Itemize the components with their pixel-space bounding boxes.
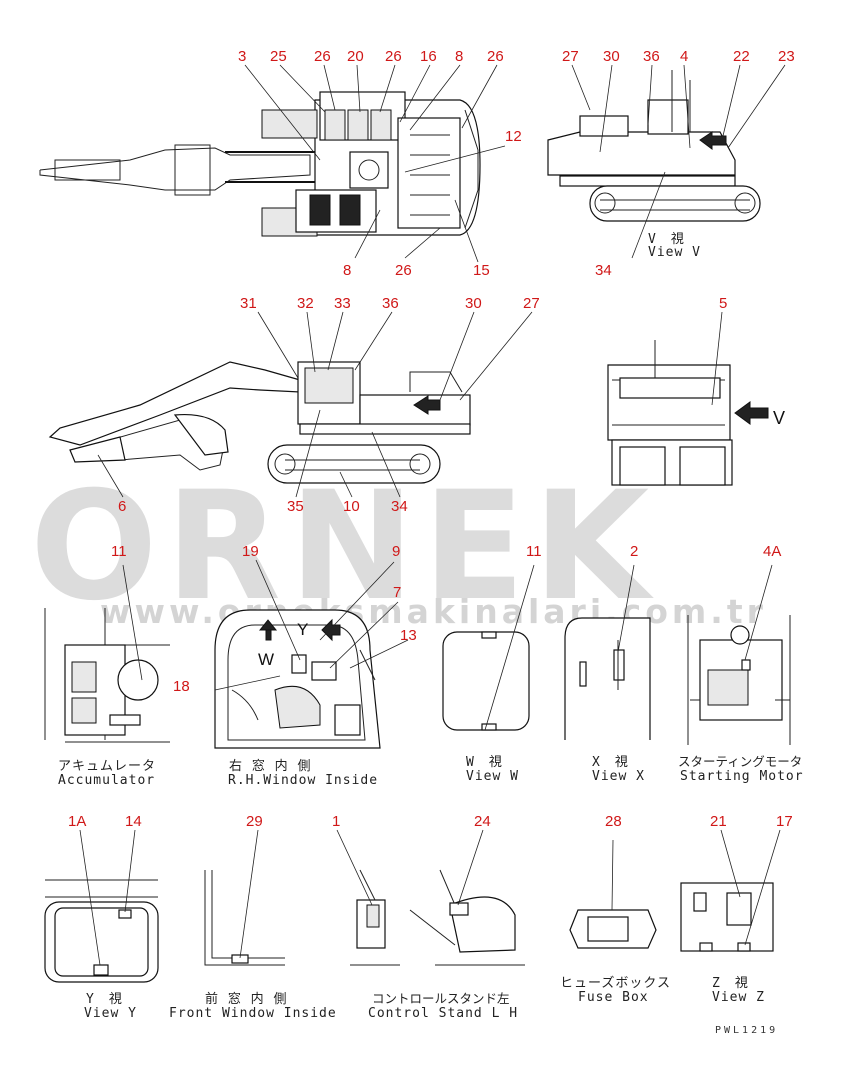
view-z-drawing — [680, 882, 774, 952]
drawing-code: PWL1219 — [715, 1025, 779, 1036]
callout-34: 34 — [595, 262, 612, 279]
callout-21: 21 — [710, 813, 727, 830]
callout-13: 13 — [400, 627, 417, 644]
watermark-logo: ORNEK — [30, 470, 657, 620]
callout-8: 8 — [455, 48, 464, 65]
callout-7: 7 — [393, 584, 402, 601]
callout-8: 8 — [343, 262, 352, 279]
callout-27: 27 — [562, 48, 579, 65]
callout-33: 33 — [334, 295, 351, 312]
accumulator-caption-jp: アキュムレータ — [58, 759, 157, 774]
callout-16: 16 — [420, 48, 437, 65]
watermark-url: www.orneksmakinalari.com.tr — [100, 592, 767, 631]
side-view-drawing — [48, 361, 471, 484]
view-y-caption-en: View Y — [84, 1006, 137, 1021]
view-v-caption-en: View V — [648, 245, 701, 260]
accumulator-drawing — [44, 608, 170, 743]
callout-1a: 1A — [68, 813, 87, 830]
control-stand-drawing — [350, 869, 525, 966]
callout-25: 25 — [270, 48, 287, 65]
callout-20: 20 — [347, 48, 364, 65]
view-w-caption-jp: W 視 — [466, 755, 503, 770]
view-z-caption-jp: Z 視 — [712, 976, 749, 991]
fuse-box-drawing — [569, 909, 657, 949]
callout-34: 34 — [391, 498, 408, 515]
callout-19: 19 — [242, 543, 259, 560]
fuse-box-caption-en: Fuse Box — [578, 990, 649, 1005]
callout-26: 26 — [487, 48, 504, 65]
callout-11: 11 — [526, 543, 542, 560]
callout-2: 2 — [630, 543, 639, 560]
callout-5: 5 — [719, 295, 728, 312]
callout-9: 9 — [392, 543, 401, 560]
view-v-caption-jp: V 視 — [648, 232, 685, 247]
callout-28: 28 — [605, 813, 622, 830]
callout-31: 31 — [240, 295, 257, 312]
watermark-brand: ORNEK — [30, 470, 657, 620]
view-w-caption-en: View W — [466, 769, 519, 784]
label-y: Y — [297, 620, 309, 639]
callout-17: 17 — [776, 813, 793, 830]
callout-26: 26 — [395, 262, 412, 279]
callout-24: 24 — [474, 813, 491, 830]
starting-motor-drawing — [687, 615, 791, 745]
callout-23: 23 — [778, 48, 795, 65]
view-y-drawing — [44, 879, 159, 983]
view-x-drawing — [564, 617, 651, 740]
callout-14: 14 — [125, 813, 142, 830]
rh-window-drawing — [214, 609, 381, 749]
callout-22: 22 — [733, 48, 750, 65]
starting-motor-caption-jp: スターティングモータ — [678, 754, 803, 769]
rear-view-drawing — [607, 340, 769, 486]
callout-26: 26 — [314, 48, 331, 65]
view-y-caption-jp: Y 視 — [86, 992, 123, 1007]
front-window-drawing — [204, 870, 285, 966]
rh-window-caption-jp: 右 窓 内 側 — [229, 759, 312, 774]
callout-26: 26 — [385, 48, 402, 65]
control-stand-caption-en: Control Stand L H — [368, 1006, 519, 1021]
callout-4a: 4A — [763, 543, 782, 560]
view-x-caption-en: View X — [592, 769, 645, 784]
leader-lines — [79, 64, 786, 966]
control-stand-caption-jp: コントロールスタンド左 — [372, 991, 510, 1006]
fuse-box-caption-jp: ヒューズボックス — [560, 976, 671, 991]
view-v-drawing — [547, 70, 761, 222]
callout-35: 35 — [287, 498, 304, 515]
callout-27: 27 — [523, 295, 540, 312]
callout-12: 12 — [505, 128, 522, 145]
starting-motor-caption-en: Starting Motor — [680, 769, 804, 784]
callout-1: 1 — [332, 813, 341, 830]
callout-30: 30 — [465, 295, 482, 312]
rear-arrow-label: V — [773, 408, 786, 428]
callout-29: 29 — [246, 813, 263, 830]
top-view-drawing — [39, 91, 481, 237]
callout-4: 4 — [680, 48, 689, 65]
front-window-caption-jp: 前 窓 内 側 — [205, 992, 288, 1007]
label-w: W — [258, 650, 275, 669]
callout-3: 3 — [238, 48, 247, 65]
callout-30: 30 — [603, 48, 620, 65]
callout-18: 18 — [173, 678, 190, 695]
callout-36: 36 — [643, 48, 660, 65]
accumulator-caption-en: Accumulator — [58, 773, 156, 788]
callout-15: 15 — [473, 262, 490, 279]
view-w-drawing — [442, 631, 530, 731]
front-window-caption-en: Front Window Inside — [169, 1006, 337, 1021]
view-z-caption-en: View Z — [712, 990, 765, 1005]
callout-6: 6 — [118, 498, 127, 515]
view-x-caption-jp: X 視 — [592, 755, 629, 770]
callout-32: 32 — [297, 295, 314, 312]
callout-36: 36 — [382, 295, 399, 312]
callout-11: 11 — [111, 543, 127, 560]
callout-10: 10 — [343, 498, 360, 515]
rh-window-caption-en: R.H.Window Inside — [228, 773, 379, 788]
